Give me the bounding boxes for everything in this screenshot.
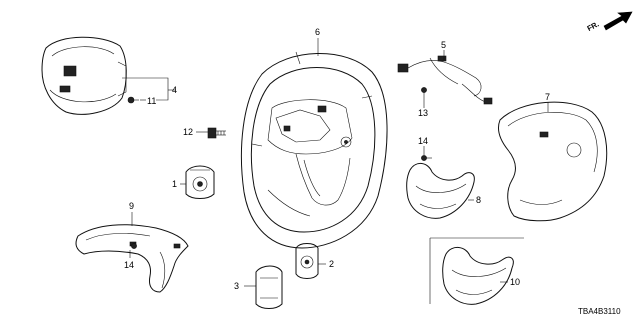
garnish-lower xyxy=(429,237,524,305)
callout-1: 1 xyxy=(172,179,177,189)
switch-assembly-right xyxy=(295,243,319,279)
callout-7: 7 xyxy=(545,92,550,102)
bolt-12 xyxy=(207,127,226,139)
leader-lines xyxy=(122,38,549,287)
callout-12: 12 xyxy=(183,127,193,137)
steering-wheel xyxy=(240,51,388,249)
callout-9: 9 xyxy=(129,201,134,211)
callout-14-upper: 14 xyxy=(418,136,428,146)
screw-13 xyxy=(421,87,427,100)
diagram-code: TBA4B3110 xyxy=(578,307,621,316)
wire-harness xyxy=(397,55,493,105)
callout-2: 2 xyxy=(329,259,334,269)
switch-assembly-left xyxy=(185,165,215,199)
garnish-center xyxy=(406,163,475,219)
front-direction-arrow: FR. xyxy=(586,11,633,33)
lower-cover xyxy=(497,101,608,222)
direction-label: FR. xyxy=(586,19,601,33)
callout-3: 3 xyxy=(234,281,239,291)
callout-6: 6 xyxy=(315,27,320,37)
callout-5: 5 xyxy=(441,40,446,50)
screw-14-upper xyxy=(421,155,432,161)
callout-14-lower: 14 xyxy=(124,260,134,270)
airbag-module xyxy=(41,36,127,115)
callout-8: 8 xyxy=(476,195,481,205)
callout-13: 13 xyxy=(418,108,428,118)
screw-11 xyxy=(127,96,139,104)
switch-cover xyxy=(255,265,283,309)
screw-14-lower xyxy=(131,243,137,249)
callout-11: 11 xyxy=(147,96,156,106)
callout-labels: 4 11 6 5 13 7 12 14 1 8 9 14 2 3 10 xyxy=(124,27,550,291)
callout-4: 4 xyxy=(172,85,177,95)
garnish-side xyxy=(75,224,189,293)
callout-10: 10 xyxy=(510,277,520,287)
